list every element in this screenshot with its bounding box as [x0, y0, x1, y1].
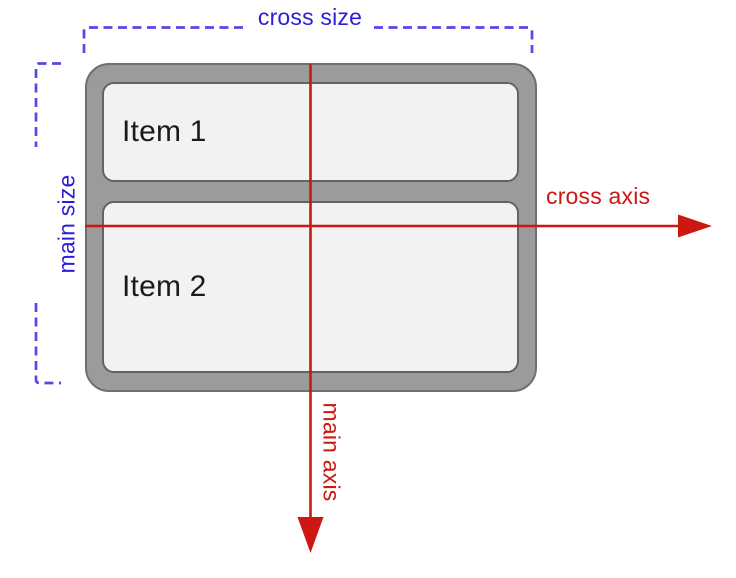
main-size-bracket-top	[34, 62, 61, 147]
main-axis-arrowhead-icon	[297, 517, 324, 553]
main-size-label: main size	[53, 174, 80, 274]
flex-item-2-label: Item 2	[122, 270, 207, 303]
cross-size-bracket-left	[82, 26, 246, 53]
flex-item-1: Item 1	[102, 82, 519, 182]
cross-axis-arrowhead-icon	[678, 214, 712, 238]
flex-item-1-label: Item 1	[122, 115, 207, 148]
cross-axis-label: cross axis	[546, 183, 651, 209]
cross-size-bracket-right	[374, 26, 534, 53]
main-axis-label: main axis	[318, 402, 345, 502]
flex-item-2: Item 2	[102, 201, 519, 373]
main-size-bracket-bottom	[34, 303, 61, 385]
cross-size-label: cross size	[257, 4, 363, 30]
